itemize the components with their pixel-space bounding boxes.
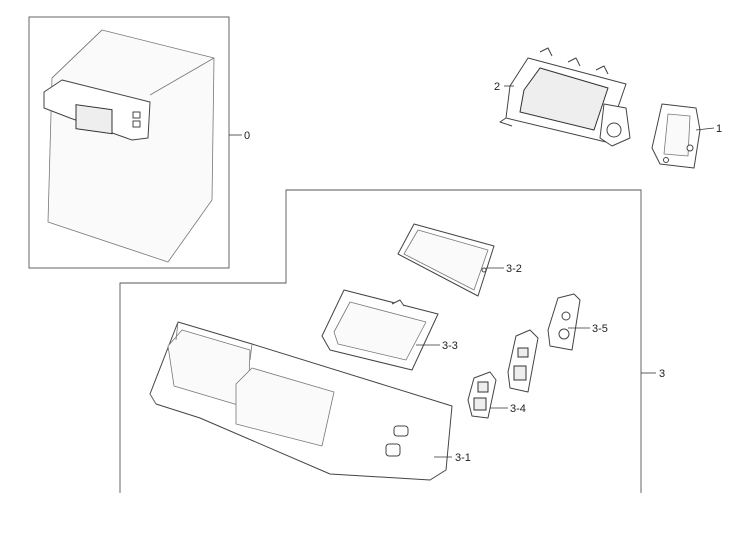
knob-housing-part <box>547 293 581 351</box>
display-frame-part <box>397 223 495 297</box>
callout-2: 2 <box>494 81 500 93</box>
display-window-part <box>321 289 439 371</box>
control-panel-part <box>149 321 453 481</box>
callout-3-1: 3-1 <box>455 452 471 464</box>
callout-3-4: 3-4 <box>510 403 526 415</box>
washer-cabinet-part <box>43 29 215 263</box>
callout-3-3: 3-3 <box>442 340 458 352</box>
assembly-3-frame <box>119 189 642 493</box>
display-pcb-part <box>499 47 631 147</box>
button-assembly-part <box>467 329 539 419</box>
control-bracket-part <box>651 103 701 169</box>
assembly-0-frame <box>28 16 230 269</box>
callout-3-2: 3-2 <box>506 263 522 275</box>
callout-3-5: 3-5 <box>592 323 608 335</box>
callout-1: 1 <box>716 123 722 135</box>
callout-3: 3 <box>659 368 665 380</box>
callout-0: 0 <box>244 130 250 142</box>
leader-1 <box>695 127 715 131</box>
